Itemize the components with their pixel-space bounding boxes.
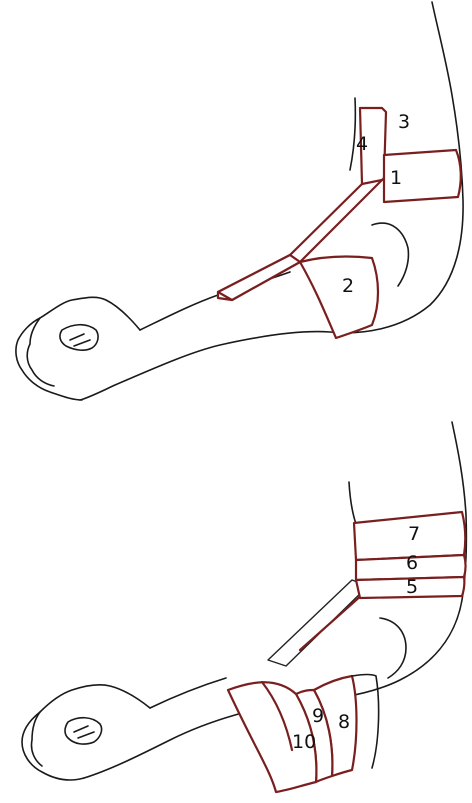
top-thumb-crease [70,334,90,346]
bottom-biceps-outline [349,482,356,524]
label-4: 4 [356,133,368,155]
top-arm-figure: 1 2 3 4 [16,2,463,400]
tape-strip-4-end [218,255,300,300]
label-3: 3 [398,111,410,133]
label-8: 8 [338,711,350,733]
label-5: 5 [406,576,418,598]
label-7: 7 [408,523,420,545]
top-fist-outline [16,297,140,400]
label-9: 9 [312,705,324,727]
bottom-thumb [65,718,102,744]
bottom-elbow-crease [380,618,406,678]
bottom-forearm-upper-outline [150,678,226,708]
tape-band-2 [300,257,378,338]
top-fist-knuckles [27,318,54,386]
label-6: 6 [406,552,418,574]
label-10: 10 [292,731,316,753]
bottom-arm-figure: 7 6 5 8 9 10 [22,422,466,792]
bottom-fist-knuckles [31,712,42,766]
label-1: 1 [390,167,402,189]
tape-strip-long-bottom [268,580,368,666]
top-biceps-outline [350,98,355,170]
label-2: 2 [342,275,354,297]
top-thumb [60,325,98,350]
bottom-thumb-crease [74,726,94,738]
